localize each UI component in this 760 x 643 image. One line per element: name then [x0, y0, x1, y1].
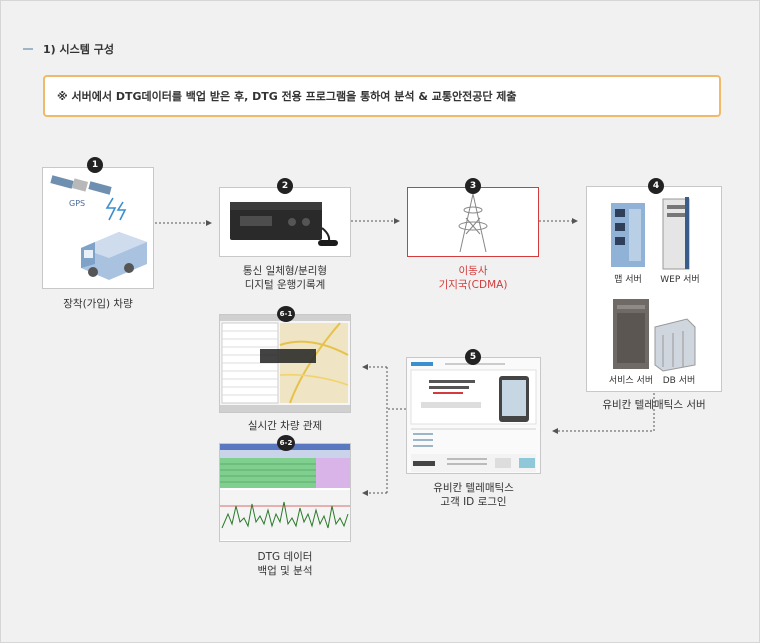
section-dash	[23, 48, 33, 50]
backup-label: DTG 데이터 백업 및 분석	[219, 550, 351, 578]
notice-box: ※ 서버에서 DTG데이터를 백업 받은 후, DTG 전용 프로그램을 통하여…	[43, 75, 721, 117]
section-title: 1) 시스템 구성	[43, 43, 114, 56]
device-label: 통신 일체형/분리형 디지털 운행기록계	[219, 264, 351, 292]
vehicle-box: GPS	[42, 167, 154, 289]
servers-box	[586, 186, 722, 392]
carrier-label: 이동사 기지국(CDMA)	[407, 264, 539, 292]
login-label-line2: 고객 ID 로그인	[440, 496, 507, 508]
db-server-label: DB 서버	[662, 376, 696, 386]
vehicle-label: 장착(가입) 차량	[63, 298, 133, 310]
badge-3: 3	[465, 178, 481, 194]
tower-icon	[458, 193, 488, 253]
map-server-icon	[611, 203, 645, 267]
device-box	[219, 187, 351, 257]
carrier-label-line2: 기지국(CDMA)	[438, 279, 508, 291]
login-label-line1: 유비칸 텔레매틱스	[433, 482, 514, 494]
badge-4: 4	[648, 178, 664, 194]
control-screen-thumbnail	[220, 315, 350, 412]
backup-label-line1: DTG 데이터	[257, 551, 313, 563]
badge-1: 1	[87, 157, 103, 173]
carrier-box	[407, 187, 539, 257]
truck-icon	[81, 232, 147, 280]
satellite-icon	[50, 175, 112, 195]
backup-screen-thumbnail	[220, 444, 350, 541]
servers-label: 유비칸 텔레매틱스 서버	[602, 399, 706, 411]
arrow-servers-login	[552, 393, 655, 434]
login-label: 유비칸 텔레매틱스 고객 ID 로그인	[406, 481, 541, 509]
vehicle-illustration: GPS	[50, 175, 147, 280]
login-box	[406, 357, 541, 474]
gps-label: GPS	[69, 199, 85, 208]
servers-illustration	[611, 197, 696, 372]
device-label-line1: 통신 일체형/분리형	[242, 265, 328, 277]
db-server-icon	[654, 318, 696, 372]
map-server-label: 맵 서버	[614, 275, 642, 285]
backup-label-line2: 백업 및 분석	[257, 565, 313, 577]
control-label: 실시간 차량 관제	[247, 420, 323, 432]
signal-icon	[105, 197, 127, 221]
carrier-label-line1: 이동사	[458, 265, 488, 277]
badge-6-1: 6-1	[277, 306, 295, 322]
service-server-icon	[613, 299, 649, 369]
wep-server-icon	[662, 197, 690, 270]
wep-server-label: WEP 서버	[660, 275, 700, 285]
badge-5: 5	[465, 349, 481, 365]
dtg-device-illustration	[230, 202, 338, 246]
device-label-line2: 디지털 운행기록계	[244, 279, 326, 291]
badge-2: 2	[277, 178, 293, 194]
notice-text: ※ 서버에서 DTG데이터를 백업 받은 후, DTG 전용 프로그램을 통하여…	[57, 90, 517, 103]
login-page-thumbnail	[407, 358, 540, 473]
section-header: 1) 시스템 구성	[23, 41, 114, 57]
control-box	[219, 314, 351, 413]
backup-box	[219, 443, 351, 542]
badge-6-2: 6-2	[277, 435, 295, 451]
service-server-label: 서비스 서버	[608, 376, 654, 386]
